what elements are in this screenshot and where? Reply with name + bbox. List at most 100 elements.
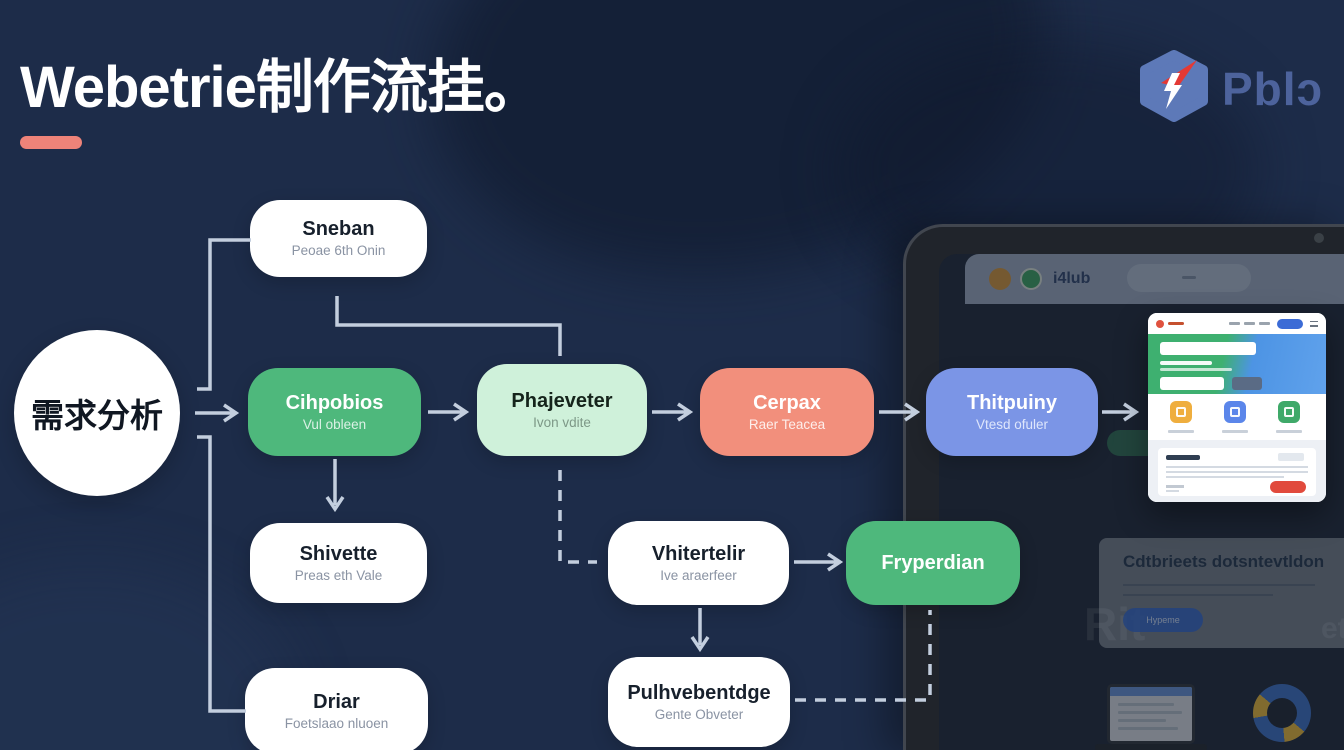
- node-subtitle: Preas eth Vale: [294, 567, 383, 583]
- article-small-line: [1166, 485, 1184, 488]
- preview-hero-line: [1160, 361, 1212, 365]
- connector-dashed-pale-vhit: [558, 470, 597, 564]
- browser-toolbar: i4lub: [965, 254, 1344, 304]
- website-preview-card: [1148, 313, 1326, 502]
- title-underline: [20, 136, 82, 149]
- tablet-screen: Rit et Cdtbrieets dotsntevtldon Hypeme: [939, 254, 1344, 750]
- tablet-mockup: Rit et Cdtbrieets dotsntevtldon Hypeme: [903, 224, 1344, 750]
- flow-node-pulhvebentdge: Pulhvebentdge Gente Obveter: [608, 657, 790, 747]
- browser-address-bar: [1127, 264, 1251, 292]
- flow-node-cerpax: Cerpax Raer Teacea: [700, 368, 874, 456]
- dimmed-bg-text-right: et: [1321, 612, 1344, 645]
- ring-logo-icon: [1253, 684, 1311, 742]
- laptop-base: [1095, 744, 1207, 750]
- flow-node-thitpuiny: Thitpuiny Vtesd ofuler: [926, 368, 1098, 456]
- article-heading-line: [1166, 455, 1200, 460]
- feature-tile-green: [1278, 401, 1300, 423]
- connector-trunk-upper: [197, 238, 251, 391]
- node-title: Pulhvebentdge: [627, 681, 771, 704]
- flow-node-cihpobios: Cihpobios Vul obleen: [248, 368, 421, 456]
- flow-node-vhitertelir: Vhitertelir Ive araerfeer: [608, 521, 789, 605]
- node-title: Sneban: [302, 218, 375, 241]
- dimmed-text-line: [1123, 584, 1315, 586]
- preview-nav-link: [1229, 322, 1240, 325]
- dimmed-content-panel: Cdtbrieets dotsntevtldon Hypeme: [1099, 538, 1344, 648]
- laptop-screen-header: [1110, 687, 1192, 696]
- preview-submit-button: [1232, 377, 1262, 390]
- connector-arrow-down-pulhve: [690, 608, 710, 653]
- node-title: Driar: [313, 690, 360, 713]
- article-text-line: [1166, 476, 1284, 478]
- article-red-button: [1270, 481, 1306, 493]
- flow-node-sneban: Sneban Peoae 6th Onin: [250, 200, 427, 277]
- dimmed-blue-button: Hypeme: [1123, 608, 1203, 632]
- preview-cta-button: [1277, 318, 1303, 329]
- preview-hero-line: [1160, 368, 1232, 371]
- feature-tile-yellow: [1170, 401, 1192, 423]
- preview-article-card: [1158, 448, 1316, 496]
- node-title: Cerpax: [753, 391, 821, 414]
- flow-start-label: 需求分析: [31, 397, 163, 434]
- node-title: Shivette: [299, 542, 378, 565]
- browser-orange-icon: [989, 268, 1011, 290]
- page-title: Webetrie制作流挂。: [20, 55, 542, 120]
- flow-node-driar: Driar Foetslaao nluoen: [245, 668, 428, 750]
- article-small-line: [1166, 490, 1179, 492]
- node-subtitle: Peoae 6th Onin: [291, 243, 386, 259]
- node-title: Phajeveter: [511, 389, 613, 412]
- laptop-text-line: [1118, 727, 1178, 730]
- article-meta-box: [1278, 453, 1304, 461]
- dimmed-text-line: [1123, 594, 1273, 596]
- shield-bolt-icon: [1136, 50, 1212, 127]
- laptop-text-line: [1118, 703, 1174, 706]
- flow-node-phajeveter: Phajeveter Ivon vdite: [477, 364, 647, 456]
- node-subtitle: Ive araerfeer: [660, 567, 737, 583]
- camera-dot-icon: [1314, 233, 1324, 243]
- flow-node-shivette: Shivette Preas eth Vale: [250, 523, 427, 603]
- feature-caption-line: [1168, 430, 1194, 433]
- node-subtitle: Gente Obveter: [654, 706, 744, 722]
- feature-caption-line: [1276, 430, 1302, 433]
- connector-arrow-pale-coral: [652, 402, 694, 422]
- feature-tile-blue: [1224, 401, 1246, 423]
- article-text-line: [1166, 466, 1308, 468]
- preview-content-section: [1148, 440, 1326, 502]
- connector-sneban-elbow: [335, 296, 562, 356]
- brand-logo: Pblɔ: [1136, 50, 1323, 127]
- laptop-screen: [1110, 687, 1192, 741]
- preview-features: [1148, 394, 1326, 440]
- connector-start-arrow: [195, 403, 240, 423]
- address-bar-dash: [1182, 276, 1196, 279]
- node-title: Vhitertelir: [651, 542, 746, 565]
- feature-caption-line: [1222, 430, 1248, 433]
- dimmed-panel-heading: Cdtbrieets dotsntevtldon: [1123, 552, 1325, 571]
- hamburger-icon: [1310, 320, 1318, 327]
- brand-logo-text: Pblɔ: [1222, 62, 1324, 115]
- flow-start-circle: 需求分析: [14, 330, 180, 496]
- node-title: Thitpuiny: [967, 391, 1057, 414]
- laptop-text-line: [1118, 719, 1166, 722]
- browser-brand-label: i4lub: [1053, 270, 1091, 287]
- laptop-illustration: [1107, 684, 1195, 744]
- article-text-line: [1166, 471, 1308, 473]
- preview-hero: [1148, 334, 1326, 394]
- preview-brand-mark: [1168, 321, 1184, 326]
- preview-input: [1160, 377, 1224, 390]
- node-title: Fryperdian: [881, 552, 985, 574]
- preview-nav-link: [1244, 322, 1255, 325]
- connector-arrow-green-pale: [428, 402, 470, 422]
- preview-search-input: [1160, 342, 1256, 355]
- preview-nav-link: [1259, 322, 1270, 325]
- node-subtitle: Raer Teacea: [748, 416, 826, 432]
- node-subtitle: Vul obleen: [302, 416, 367, 432]
- preview-logo-icon: [1156, 319, 1164, 328]
- node-title: Cihpobios: [285, 391, 384, 414]
- laptop-text-line: [1118, 711, 1182, 714]
- node-subtitle: Ivon vdite: [533, 414, 591, 430]
- node-subtitle: Foetslaao nluoen: [284, 715, 389, 731]
- flow-node-fryperdian: Fryperdian: [846, 521, 1020, 605]
- node-subtitle: Vtesd ofuler: [975, 416, 1049, 432]
- browser-green-icon: [1020, 268, 1042, 290]
- preview-navbar: [1148, 313, 1326, 334]
